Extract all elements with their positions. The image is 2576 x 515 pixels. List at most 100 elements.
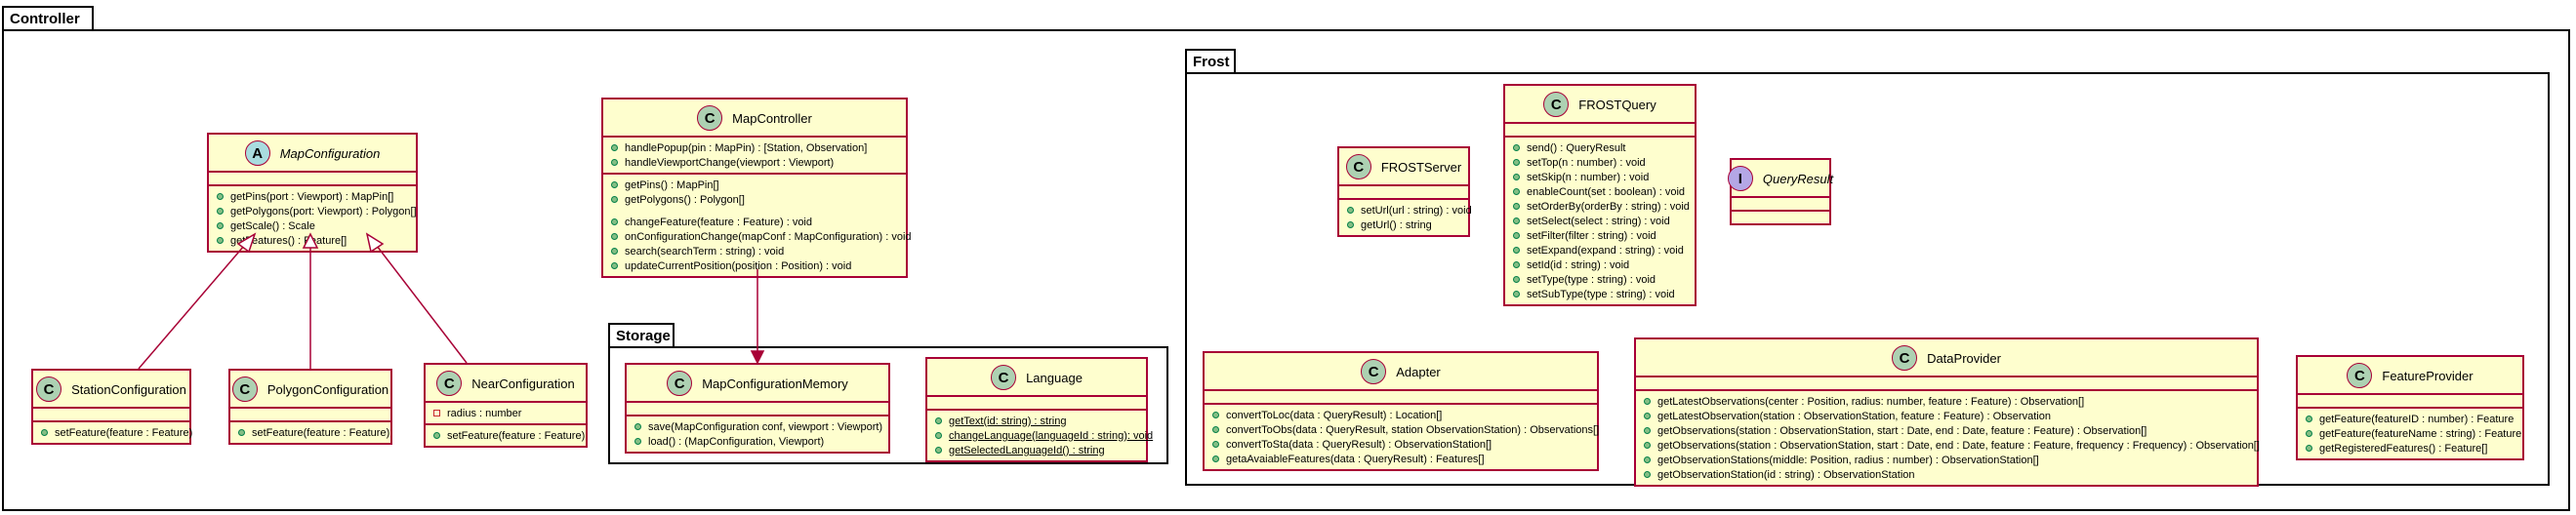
- class-header: C MapController: [603, 99, 906, 138]
- public-visibility-icon: [935, 417, 942, 424]
- class-methods: getLatestObservations(center : Position,…: [1636, 391, 2260, 485]
- class-mapconfiguration[interactable]: A MapConfiguration getPins(port : Viewpo…: [207, 133, 418, 253]
- method-row: getObservationStations(middle: Position,…: [1644, 453, 2249, 467]
- class-dataprovider[interactable]: C DataProvider getLatestObservations(cen…: [1634, 337, 2260, 487]
- public-visibility-icon: [935, 447, 942, 454]
- class-frostquery[interactable]: C FROSTQuery send() : QueryResult setTop…: [1503, 84, 1697, 306]
- public-visibility-icon: [41, 429, 48, 436]
- class-stationconfiguration[interactable]: C StationConfiguration setFeature(featur…: [31, 369, 192, 445]
- class-name: QueryResult: [1762, 171, 1834, 186]
- method-row: save(MapConfiguration conf, viewport : V…: [634, 419, 882, 434]
- public-visibility-icon: [217, 193, 224, 200]
- public-visibility-icon: [634, 423, 641, 430]
- public-visibility-icon: [1513, 159, 1520, 166]
- package-tab-controller: Controller: [2, 6, 94, 31]
- method-row: setTop(n : number) : void: [1513, 155, 1687, 170]
- method-text: setFilter(filter : string) : void: [1527, 229, 1656, 242]
- class-fields: [209, 173, 416, 186]
- method-text: send() : QueryResult: [1527, 141, 1626, 154]
- class-header: C Language: [927, 359, 1146, 397]
- public-visibility-icon: [1513, 188, 1520, 195]
- method-row: setFilter(filter : string) : void: [1513, 228, 1687, 243]
- class-polygonconfiguration[interactable]: C PolygonConfiguration setFeature(featur…: [228, 369, 392, 445]
- class-queryresult[interactable]: I QueryResult: [1727, 158, 1834, 225]
- method-row: getObservations(station : ObservationSta…: [1644, 438, 2260, 453]
- method-row: getObservations(station : ObservationSta…: [1644, 423, 2249, 438]
- public-visibility-icon: [1212, 412, 1219, 418]
- class-mapcontroller[interactable]: C MapController handlePopup(pin : MapPin…: [601, 98, 912, 278]
- class-stereotype-icon: C: [697, 105, 723, 131]
- method-row: getLatestObservation(station : Observati…: [1644, 409, 2249, 423]
- class-name: FROSTQuery: [1578, 97, 1656, 112]
- class-language[interactable]: C Language getText(id: string) : string …: [925, 357, 1153, 462]
- class-methods: getPins(port : Viewport) : MapPin[] getP…: [209, 186, 417, 251]
- method-text: setUrl(url : string) : void: [1361, 204, 1472, 217]
- method-text: getObservationStations(middle: Position,…: [1657, 454, 2039, 466]
- public-visibility-icon: [634, 438, 641, 445]
- method-text: setFeature(feature : Feature): [252, 426, 390, 439]
- class-methods: setFeature(feature : Feature): [426, 425, 586, 446]
- public-visibility-icon: [1347, 207, 1354, 214]
- class-name: Language: [1026, 370, 1083, 385]
- public-visibility-icon: [2306, 445, 2312, 452]
- class-header: C FROSTQuery: [1505, 86, 1695, 124]
- method-text: setSelect(select : string) : void: [1527, 215, 1670, 227]
- class-frostserver[interactable]: C FROSTServer setUrl(url : string) : voi…: [1337, 146, 1472, 237]
- class-name: PolygonConfiguration: [266, 381, 389, 397]
- method-row: handleViewportChange(viewport : Viewport…: [611, 155, 898, 170]
- public-visibility-icon: [238, 429, 245, 436]
- class-name: MapConfigurationMemory: [702, 376, 848, 391]
- method-text: setId(id : string) : void: [1527, 258, 1630, 271]
- public-visibility-icon: [611, 159, 618, 166]
- public-visibility-icon: [2306, 430, 2312, 437]
- class-header: C PolygonConfiguration: [230, 371, 390, 409]
- method-row: setId(id : string) : void: [1513, 258, 1687, 272]
- public-visibility-icon: [1513, 174, 1520, 180]
- public-visibility-icon: [611, 262, 618, 269]
- class-fields: [1732, 198, 1829, 212]
- public-visibility-icon: [1212, 456, 1219, 462]
- method-row: getText(id: string) : string: [935, 414, 1138, 428]
- public-visibility-icon: [1644, 442, 1651, 449]
- method-text: getRegisteredFeatures() : Feature[]: [2319, 442, 2488, 455]
- method-text: getObservationStation(id : string) : Obs…: [1657, 468, 1915, 481]
- method-text: getaAvaiableFeatures(data : QueryResult)…: [1226, 453, 1485, 465]
- abstract-stereotype-icon: A: [244, 140, 270, 166]
- class-fields: [927, 397, 1146, 411]
- class-stereotype-icon: C: [2347, 363, 2373, 388]
- method-text: setSkip(n : number) : void: [1527, 171, 1650, 183]
- class-name: Adapter: [1396, 364, 1441, 379]
- method-text: setTop(n : number) : void: [1527, 156, 1646, 169]
- method-row: convertToLoc(data : QueryResult) : Locat…: [1212, 408, 1589, 422]
- method-text: onConfigurationChange(mapConf : MapConfi…: [625, 230, 912, 243]
- method-text: getLatestObservations(center : Position,…: [1657, 395, 2085, 408]
- public-visibility-icon: [935, 432, 942, 439]
- method-row: getPins(port : Viewport) : MapPin[]: [217, 189, 408, 204]
- class-adapter[interactable]: C Adapter convertToLoc(data : QueryResul…: [1203, 351, 1599, 471]
- package-label-controller: Controller: [10, 11, 80, 27]
- class-mapconfigurationmemory[interactable]: C MapConfigurationMemory save(MapConfigu…: [625, 363, 890, 454]
- class-stereotype-icon: C: [991, 365, 1017, 390]
- public-visibility-icon: [217, 237, 224, 244]
- class-featureprovider[interactable]: C FeatureProvider getFeature(featureID :…: [2296, 355, 2524, 460]
- public-visibility-icon: [1513, 276, 1520, 283]
- method-text: getFeature(featureID : number) : Feature: [2319, 413, 2515, 425]
- method-row: getRegisteredFeatures() : Feature[]: [2306, 441, 2515, 456]
- class-methods: setFeature(feature : Feature): [33, 422, 192, 443]
- class-nearconfiguration[interactable]: C NearConfiguration radius : number setF…: [424, 363, 588, 448]
- method-text: updateCurrentPosition(position : Positio…: [625, 259, 852, 272]
- method-text: getPins(port : Viewport) : MapPin[]: [230, 190, 394, 203]
- class-stereotype-icon: C: [1345, 154, 1371, 179]
- public-visibility-icon: [1513, 144, 1520, 151]
- class-stereotype-icon: C: [231, 376, 258, 402]
- method-row: setFeature(feature : Feature): [41, 425, 192, 440]
- class-fields: radius : number: [426, 403, 586, 425]
- class-fields: handlePopup(pin : MapPin) : [Station, Ob…: [603, 138, 906, 175]
- class-methods: convertToLoc(data : QueryResult) : Locat…: [1205, 405, 1599, 469]
- class-header: C FROSTServer: [1339, 148, 1468, 186]
- method-text: setSubType(type : string) : void: [1527, 288, 1675, 300]
- method-row: getFeatures() : Feature[]: [217, 233, 408, 248]
- public-visibility-icon: [1513, 218, 1520, 224]
- private-visibility-icon: [433, 410, 440, 416]
- method-row: onConfigurationChange(mapConf : MapConfi…: [611, 229, 912, 244]
